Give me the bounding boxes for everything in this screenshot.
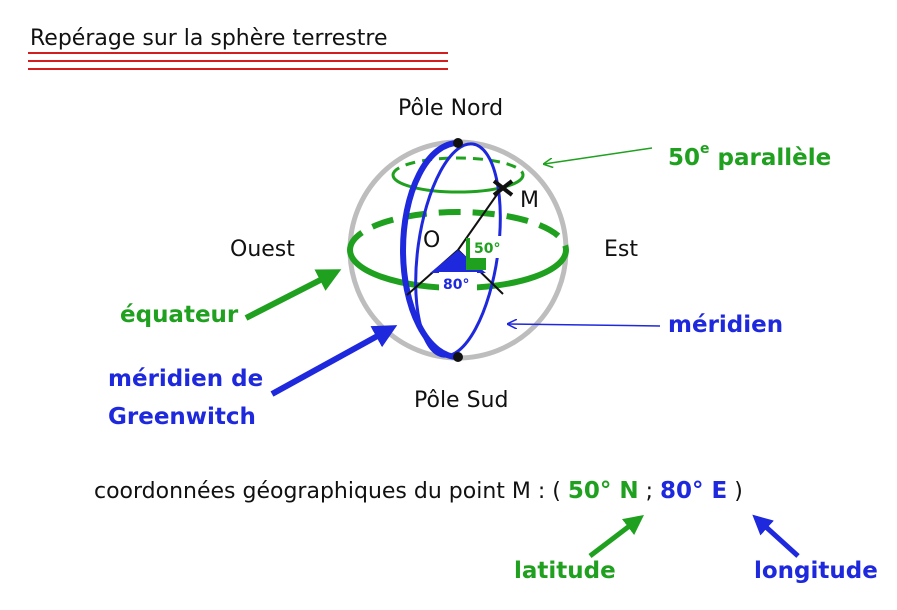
longitude-label: longitude bbox=[754, 558, 878, 584]
title-underline-1 bbox=[28, 52, 448, 54]
latitude-angle-label: 50° bbox=[474, 241, 500, 257]
longitude-value: 80° E bbox=[660, 478, 728, 504]
north-pole-dot bbox=[453, 138, 463, 148]
center-label: O bbox=[423, 228, 441, 253]
greenwich-label-line1: méridien de bbox=[108, 366, 264, 392]
parallel-label: 50e parallèle bbox=[668, 142, 831, 170]
south-pole-label: Pôle Sud bbox=[414, 388, 509, 413]
south-pole-dot bbox=[453, 352, 463, 362]
equator-arrow bbox=[244, 269, 342, 321]
greenwich-label-line2: Greenwitch bbox=[108, 404, 256, 430]
coordinates-suffix: ) bbox=[734, 479, 743, 504]
equator-back bbox=[347, 209, 569, 251]
latitude-angle-box bbox=[470, 236, 506, 258]
parallel-word: parallèle bbox=[717, 145, 832, 171]
title-underline-3 bbox=[28, 68, 448, 70]
point-m-label: M bbox=[520, 188, 539, 213]
latitude-label: latitude bbox=[514, 558, 616, 584]
greenwich-arrow bbox=[270, 325, 398, 397]
page-title: Repérage sur la sphère terrestre bbox=[30, 26, 388, 51]
parallel-suffix: e bbox=[700, 141, 710, 157]
parallel-number: 50 bbox=[668, 145, 701, 171]
equator-label: équateur bbox=[120, 302, 239, 328]
coordinates-line: coordonnées géographiques du point M : (… bbox=[94, 480, 743, 503]
point-m-cross-b bbox=[492, 179, 514, 197]
parallel-50-back bbox=[391, 156, 525, 176]
meridian-label: méridien bbox=[668, 312, 784, 338]
longitude-angle-box bbox=[439, 272, 477, 294]
east-label: Est bbox=[604, 237, 638, 262]
coordinates-prefix: coordonnées géographiques du point M : ( bbox=[94, 479, 561, 504]
coordinates-separator: ; bbox=[645, 479, 654, 504]
latitude-arrow bbox=[588, 514, 644, 558]
parallel-arrow bbox=[544, 147, 653, 164]
title-underline-2 bbox=[28, 60, 448, 62]
longitude-arrow bbox=[752, 514, 800, 558]
meridian-arrow bbox=[508, 324, 661, 326]
west-label: Ouest bbox=[230, 237, 295, 262]
longitude-angle-label: 80° bbox=[443, 277, 469, 293]
parallel-50-front bbox=[391, 174, 525, 194]
greenwich-meridian bbox=[400, 140, 459, 360]
line-o-to-m bbox=[457, 185, 504, 251]
latitude-value: 50° N bbox=[567, 478, 639, 504]
north-pole-label: Pôle Nord bbox=[398, 96, 504, 121]
